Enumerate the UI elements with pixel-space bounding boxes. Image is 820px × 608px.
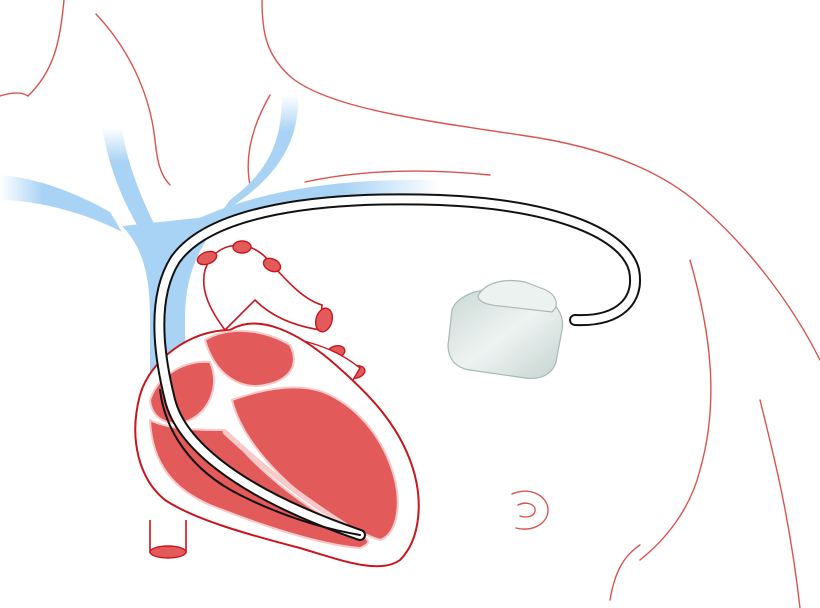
- navel-inner: [518, 503, 535, 517]
- navel-outer: [512, 491, 548, 529]
- side-line: [760, 400, 800, 608]
- aorta: [204, 245, 322, 330]
- left-shoulder-line: [0, 93, 28, 96]
- pacemaker-device: [448, 281, 563, 379]
- lower-left-line: [610, 545, 640, 600]
- ivc-opening: [150, 546, 186, 558]
- vein-left-branch: [0, 175, 122, 232]
- neck-left-line: [28, 0, 64, 96]
- chest-line: [640, 260, 711, 560]
- trapezius-left: [96, 14, 170, 185]
